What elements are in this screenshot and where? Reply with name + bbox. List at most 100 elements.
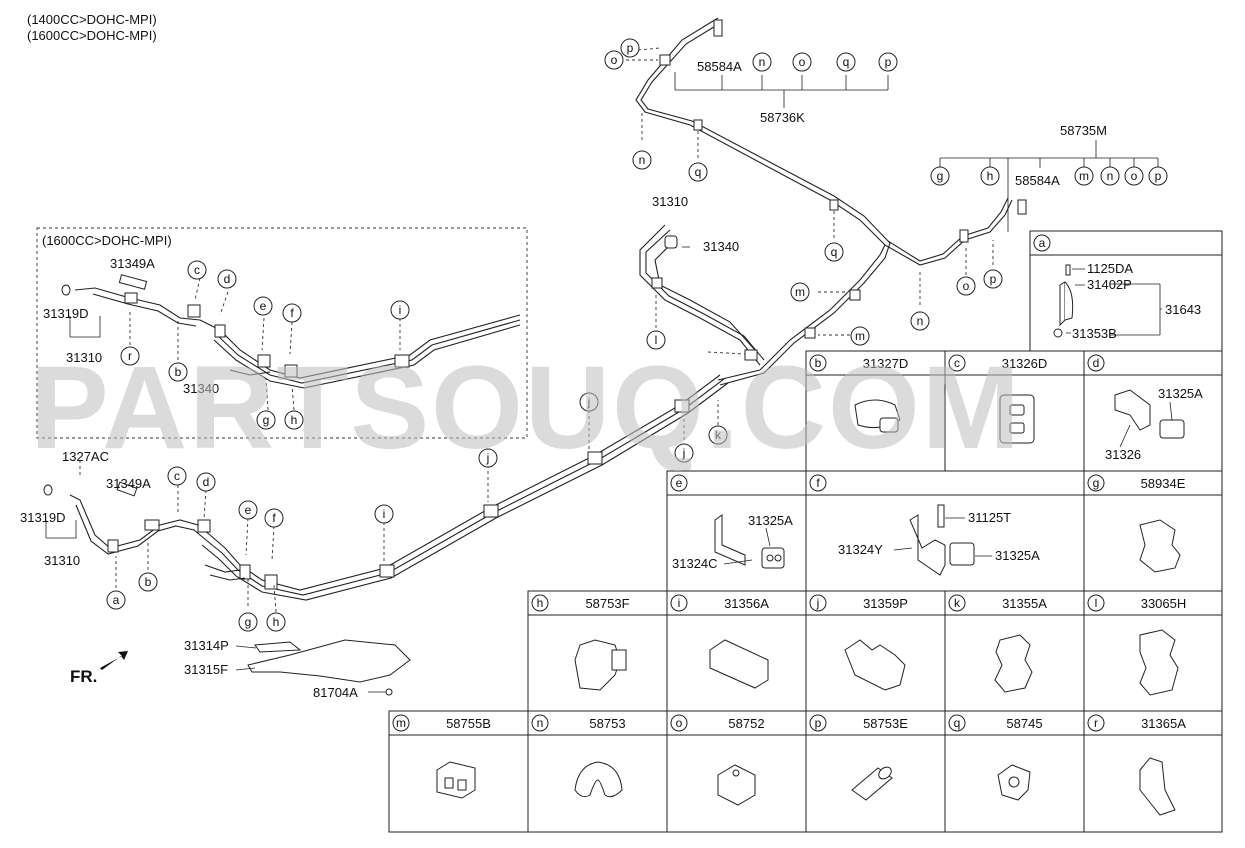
table-cell-letter: l (1095, 596, 1098, 610)
inset-box (36, 227, 528, 439)
clamp-a-drawing (1053, 264, 1074, 338)
callout-letter: m (1079, 169, 1089, 183)
label-31310: 31310 (44, 553, 80, 568)
callout-letter: c (174, 469, 180, 483)
callout-circle-q: q (836, 52, 856, 72)
table-cell-part-number: 58753F (585, 596, 629, 611)
callout-letter: q (831, 245, 838, 259)
callout-circle-n: n (752, 52, 772, 72)
callout-letter: o (611, 53, 618, 67)
table-cell-part-number: 31326D (1002, 356, 1048, 371)
label-31324C: 31324C (672, 556, 718, 571)
callout-circle-a: a (106, 590, 126, 610)
table-cell-letter: o (676, 716, 683, 730)
label-31319D-inset: 31319D (43, 306, 89, 321)
callout-circle-g: g (256, 410, 276, 430)
front-arrow-icon (100, 651, 128, 670)
label-31310-inset: 31310 (66, 350, 102, 365)
callout-letter: o (1131, 169, 1138, 183)
table-cell-letter: e (676, 476, 683, 490)
callout-letter: b (175, 365, 182, 379)
callout-circle-h: h (266, 612, 286, 632)
table-cell-letter: p (815, 716, 822, 730)
callout-circle-e: e (238, 500, 258, 520)
callout-circle-q: q (824, 242, 844, 262)
callout-circle-k: k (708, 425, 728, 445)
leader-lines (45, 72, 1162, 693)
table-cell-letter: q (954, 716, 961, 730)
label-31643: 31643 (1165, 302, 1201, 317)
label-31310-top: 31310 (652, 194, 688, 209)
table-cell-part-number: 58745 (1006, 716, 1042, 731)
table-cell-letter: h (537, 596, 544, 610)
callout-circle-c: c (187, 260, 207, 280)
callout-circle-d: d (196, 472, 216, 492)
callout-letter: o (963, 279, 970, 293)
table-cell-part-number: 58752 (728, 716, 764, 731)
label-31324Y: 31324Y (838, 542, 883, 557)
inset-title: (1600CC>DOHC-MPI) (42, 233, 172, 248)
callout-circle-e: e (253, 296, 273, 316)
callout-circle-p: p (983, 269, 1003, 289)
callout-letter: c (194, 263, 200, 277)
callout-circle-m: m (850, 326, 870, 346)
callout-circle-j: j (478, 448, 498, 468)
callout-circle-n: n (1100, 166, 1120, 186)
callout-circle-n: n (910, 311, 930, 331)
callout-circle-m: m (1074, 166, 1094, 186)
table-cell-letter: f (816, 476, 820, 490)
callout-letter: d (224, 272, 231, 286)
label-31326: 31326 (1105, 447, 1141, 462)
label-31325A-d: 31325A (1158, 386, 1203, 401)
callout-letter: n (759, 55, 766, 69)
callout-letter: p (885, 55, 892, 69)
table-cell-f: f (809, 474, 827, 492)
label-58584A-right: 58584A (1015, 173, 1060, 188)
label-31402P: 31402P (1087, 277, 1132, 292)
callout-letter: h (987, 169, 994, 183)
table-cell-letter: n (537, 716, 544, 730)
table-cell-letter: k (954, 596, 961, 610)
callout-circle-o: o (1124, 166, 1144, 186)
callout-letter: m (795, 285, 805, 299)
table-cell-letter: d (1093, 356, 1100, 370)
label-81704A: 81704A (313, 685, 358, 700)
table-cell-letter: c (954, 356, 960, 370)
callout-letter: p (627, 41, 634, 55)
table-cell-part-number: 31359P (863, 596, 908, 611)
callout-letter: g (937, 169, 944, 183)
top-fuel-line (635, 17, 1027, 386)
callout-letter: f (290, 306, 294, 320)
callout-circle-b: b (138, 572, 158, 592)
callout-circle-o: o (604, 50, 624, 70)
label-31315F: 31315F (184, 662, 228, 677)
callout-circle-i: i (390, 300, 410, 320)
table-cell-part-number: 31365A (1141, 716, 1186, 731)
inset-fuel-line (61, 274, 521, 389)
callout-letter: o (799, 55, 806, 69)
callout-circle-m: m (790, 282, 810, 302)
callout-letter: e (245, 503, 252, 517)
callout-letter: f (272, 511, 276, 525)
callout-circle-f: f (264, 508, 284, 528)
callout-circle-q: q (688, 162, 708, 182)
table-cell-h: h 58753F (531, 594, 630, 612)
table-cell-part-number: 58753 (589, 716, 625, 731)
front-direction-label: FR. (70, 667, 97, 686)
parts-table: a 1125DA 31402P 31643 31353B (388, 230, 1223, 833)
table-letter-a: a (1039, 236, 1046, 250)
label-31349A-inset: 31349A (110, 256, 155, 271)
table-cell-c: c 31326D (948, 354, 1048, 372)
callout-circle-j: j (674, 443, 694, 463)
heat-shield (247, 639, 411, 696)
callout-letter: m (855, 329, 865, 343)
callout-letter: h (291, 413, 298, 427)
callout-letter: d (203, 475, 210, 489)
